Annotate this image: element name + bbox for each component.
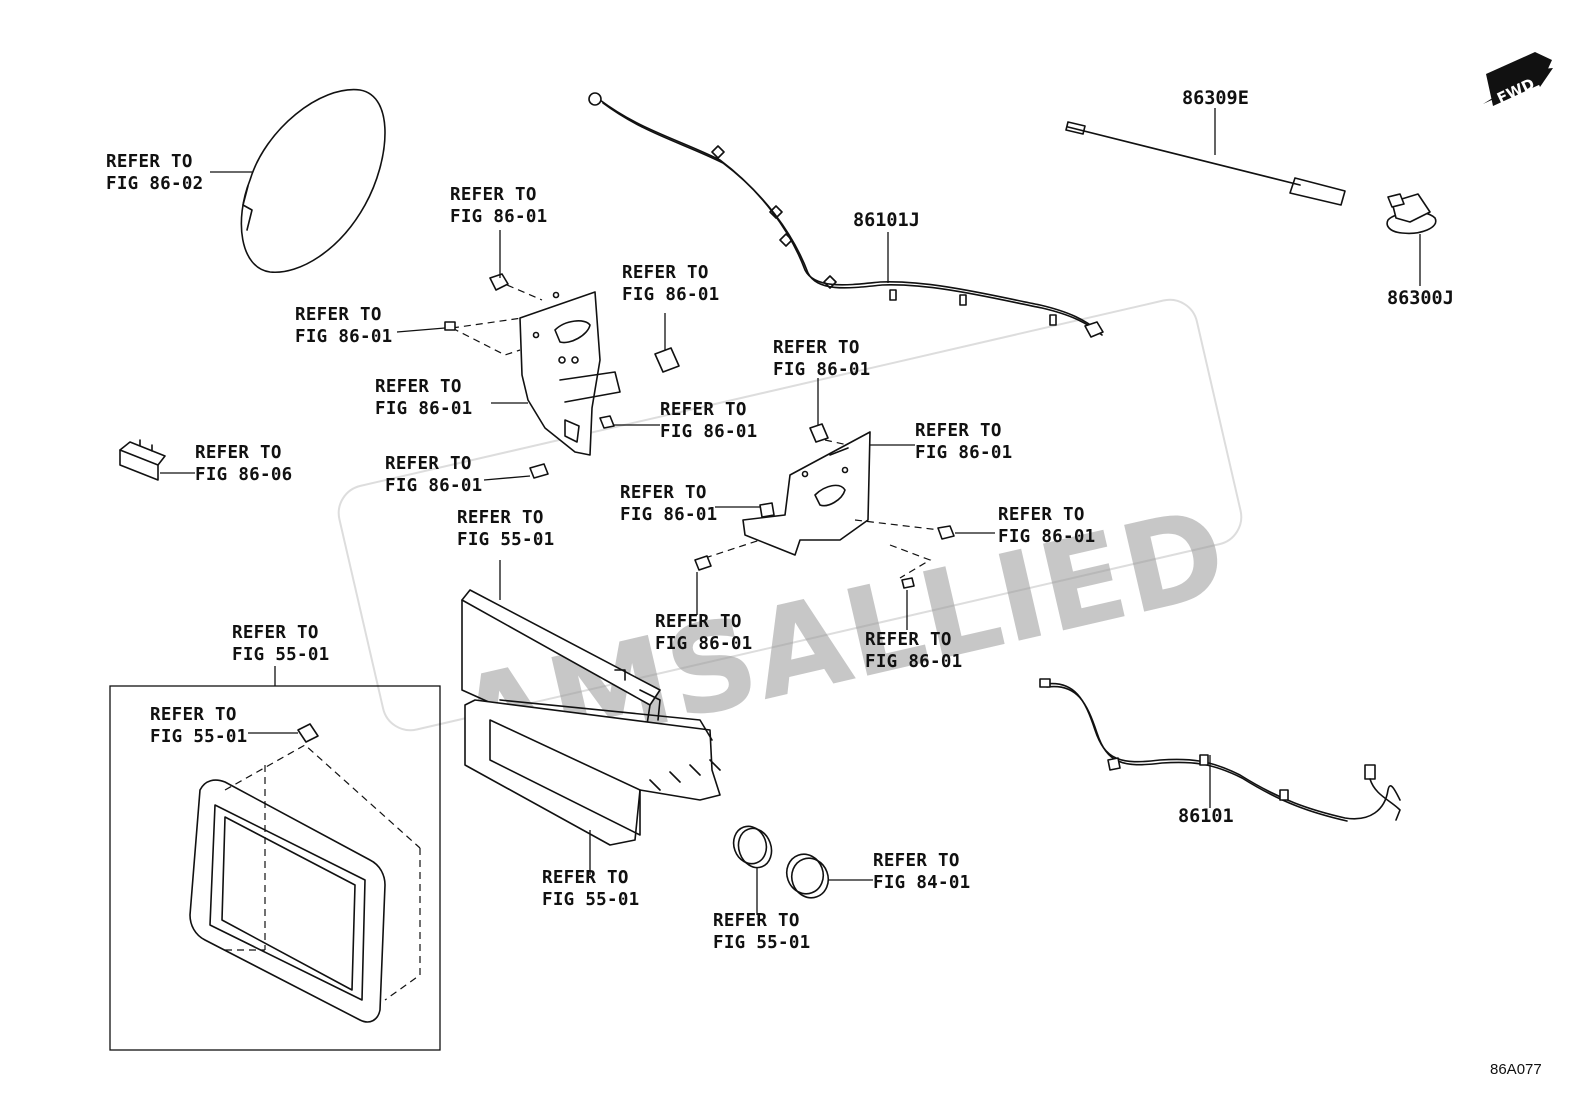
callout-r19: REFER TO FIG 55-01 — [713, 911, 811, 953]
refer-fig: FIG 55-01 — [713, 933, 811, 953]
switch-part — [119, 439, 166, 481]
refer-fig: FIG 86-01 — [773, 360, 871, 380]
callout-r3: REFER TO FIG 86-01 — [295, 305, 393, 347]
antenna-rod-part — [1065, 121, 1346, 206]
callout-r20: REFER TO FIG 84-01 — [873, 851, 971, 893]
refer-label: REFER TO — [232, 623, 319, 643]
fastener-screw-3 — [694, 555, 712, 571]
bracket-left-part — [519, 291, 621, 456]
refer-fig: FIG 86-01 — [385, 476, 483, 496]
refer-label: REFER TO — [773, 338, 860, 358]
radio-unit-part — [461, 589, 721, 846]
refer-fig: FIG 55-01 — [542, 890, 640, 910]
refer-label: REFER TO — [620, 483, 707, 503]
refer-label: REFER TO — [660, 400, 747, 420]
fastener-nut-1 — [599, 415, 615, 429]
refer-label: REFER TO — [295, 305, 382, 325]
knob-left-part — [732, 825, 773, 869]
callout-r11: REFER TO FIG 86-01 — [620, 483, 718, 525]
refer-fig: FIG 86-01 — [915, 443, 1013, 463]
fastener-screw-1 — [444, 321, 456, 331]
part-number-86300j: 86300J — [1387, 288, 1454, 309]
refer-fig: FIG 55-01 — [232, 645, 330, 665]
callout-r9: REFER TO FIG 86-01 — [773, 338, 871, 380]
refer-fig: FIG 86-01 — [660, 422, 758, 442]
fwd-arrow-icon: FWD — [1483, 52, 1553, 108]
refer-label: REFER TO — [375, 377, 462, 397]
refer-label: REFER TO — [195, 443, 282, 463]
callout-r1: REFER TO FIG 86-02 — [106, 152, 204, 194]
callout-r15: REFER TO FIG 86-01 — [865, 630, 963, 672]
speaker-cover-part — [240, 88, 386, 273]
part-number-86101j: 86101J — [853, 210, 920, 231]
bezel-frame-part — [189, 779, 386, 1023]
wire-harness-86101j-part — [588, 92, 1104, 338]
fastener-screw-2 — [529, 463, 549, 479]
callout-r16: REFER TO FIG 55-01 — [232, 623, 330, 665]
refer-fig: FIG 86-01 — [655, 634, 753, 654]
fastener-clip-1 — [654, 347, 680, 373]
callout-r2: REFER TO FIG 86-01 — [450, 185, 548, 227]
refer-fig: FIG 84-01 — [873, 873, 971, 893]
callout-r8: REFER TO FIG 86-01 — [385, 454, 483, 496]
refer-label: REFER TO — [106, 152, 193, 172]
refer-fig: FIG 86-01 — [998, 527, 1096, 547]
refer-fig: FIG 55-01 — [150, 727, 248, 747]
refer-label: REFER TO — [873, 851, 960, 871]
refer-fig: FIG 86-01 — [620, 505, 718, 525]
refer-label: REFER TO — [542, 868, 629, 888]
callout-r17: REFER TO FIG 55-01 — [150, 705, 248, 747]
refer-fig: FIG 86-01 — [622, 285, 720, 305]
bracket-right-part — [742, 431, 871, 556]
refer-label: REFER TO — [450, 185, 537, 205]
wire-harness-86101-part — [1039, 678, 1401, 822]
callout-r5: REFER TO FIG 86-01 — [375, 377, 473, 419]
refer-label: REFER TO — [385, 454, 472, 474]
refer-label: REFER TO — [622, 263, 709, 283]
fastener-screw-4 — [901, 577, 915, 589]
callout-r13: REFER TO FIG 55-01 — [457, 508, 555, 550]
part-number-86309e: 86309E — [1182, 88, 1249, 109]
refer-fig: FIG 86-01 — [295, 327, 393, 347]
refer-label: REFER TO — [655, 612, 742, 632]
refer-fig: FIG 86-01 — [375, 399, 473, 419]
refer-fig: FIG 86-01 — [450, 207, 548, 227]
callout-r6: REFER TO FIG 86-01 — [660, 400, 758, 442]
fastener-clip-2 — [759, 502, 775, 518]
knob-right-part — [785, 853, 830, 899]
fastener-grommet-2 — [809, 423, 829, 443]
callout-r12: REFER TO FIG 86-01 — [998, 505, 1096, 547]
refer-label: REFER TO — [150, 705, 237, 725]
refer-label: REFER TO — [865, 630, 952, 650]
refer-label: REFER TO — [915, 421, 1002, 441]
callout-r14: REFER TO FIG 86-01 — [655, 612, 753, 654]
antenna-base-part — [1386, 193, 1437, 235]
refer-fig: FIG 86-06 — [195, 465, 293, 485]
refer-label: REFER TO — [713, 911, 800, 931]
figure-code: 86A077 — [1490, 1061, 1542, 1078]
part-number-86101: 86101 — [1178, 806, 1234, 827]
refer-label: REFER TO — [998, 505, 1085, 525]
refer-fig: FIG 55-01 — [457, 530, 555, 550]
bezel-clip-part — [297, 723, 319, 743]
fastener-grommet-1 — [489, 273, 509, 291]
callout-r4: REFER TO FIG 86-01 — [622, 263, 720, 305]
refer-fig: FIG 86-02 — [106, 174, 204, 194]
callout-r7: REFER TO FIG 86-06 — [195, 443, 293, 485]
fastener-nut-2 — [937, 525, 955, 540]
callout-r10: REFER TO FIG 86-01 — [915, 421, 1013, 463]
refer-fig: FIG 86-01 — [865, 652, 963, 672]
callout-r18: REFER TO FIG 55-01 — [542, 868, 640, 910]
refer-label: REFER TO — [457, 508, 544, 528]
